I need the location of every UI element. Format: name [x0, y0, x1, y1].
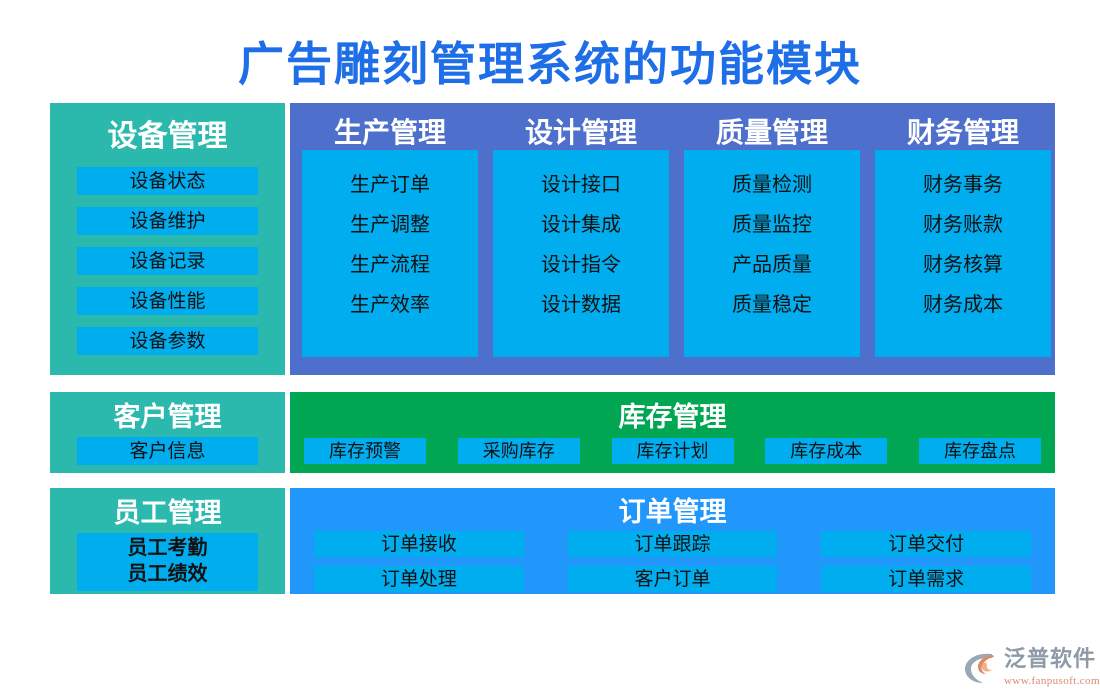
equipment-item-1[interactable]: 设备维护: [77, 207, 258, 235]
panel-title-inventory: 库存管理: [618, 402, 727, 432]
equipment-item-4[interactable]: 设备参数: [77, 327, 258, 355]
finance-item-list: 财务事务 财务账款 财务核算 财务成本: [875, 150, 1051, 357]
column-finance-management: 财务管理 财务事务 财务账款 财务核算 财务成本: [875, 103, 1051, 375]
design-item-3[interactable]: 设计数据: [541, 294, 621, 316]
inventory-item-1[interactable]: 采购库存: [457, 438, 580, 464]
logo-url: www.fanpusoft.com: [1004, 675, 1100, 687]
production-item-0[interactable]: 生产订单: [350, 174, 430, 196]
panel-employee-management: 员工管理 员工考勤 员工绩效: [50, 488, 285, 594]
customer-item-0[interactable]: 客户信息: [77, 437, 258, 465]
design-item-0[interactable]: 设计接口: [541, 174, 621, 196]
order-item-3[interactable]: 订单处理: [314, 566, 524, 592]
finance-item-1[interactable]: 财务账款: [923, 214, 1003, 236]
equipment-item-3[interactable]: 设备性能: [77, 287, 258, 315]
production-item-3[interactable]: 生产效率: [350, 294, 430, 316]
panel-title-equipment: 设备管理: [107, 120, 228, 153]
employee-item-0[interactable]: 员工考勤: [127, 537, 208, 559]
quality-item-3[interactable]: 质量稳定: [732, 294, 812, 316]
design-item-list: 设计接口 设计集成 设计指令 设计数据: [493, 150, 669, 357]
logo-text-block: 泛普软件 www.fanpusoft.com: [1004, 647, 1100, 689]
fanpu-swoosh-icon: [962, 650, 1002, 686]
panel-inventory-management: 库存管理 库存预警 采购库存 库存计划 库存成本 库存盘点: [290, 392, 1055, 473]
equipment-item-2[interactable]: 设备记录: [77, 247, 258, 275]
panel-title-customer: 客户管理: [113, 402, 222, 432]
inventory-item-3[interactable]: 库存成本: [765, 438, 888, 464]
column-quality-management: 质量管理 质量检测 质量监控 产品质量 质量稳定: [684, 103, 860, 375]
employee-item-1[interactable]: 员工绩效: [127, 563, 208, 586]
order-item-0[interactable]: 订单接收: [314, 531, 524, 557]
panel-equipment-management: 设备管理 设备状态 设备维护 设备记录 设备性能 设备参数: [50, 103, 285, 375]
order-item-1[interactable]: 订单跟踪: [567, 531, 778, 557]
panel-title-orders: 订单管理: [618, 497, 727, 527]
column-design-management: 设计管理 设计接口 设计集成 设计指令 设计数据: [493, 103, 669, 375]
quality-item-0[interactable]: 质量检测: [732, 174, 812, 196]
panel-top-module-group: 生产管理 生产订单 生产调整 生产流程 生产效率 设计管理 设计接口 设计集成 …: [290, 103, 1055, 375]
panel-title-finance: 财务管理: [906, 118, 1019, 149]
equipment-item-0[interactable]: 设备状态: [77, 167, 258, 195]
order-item-4[interactable]: 客户订单: [567, 566, 778, 592]
panel-title-employee: 员工管理: [113, 498, 222, 528]
quality-item-2[interactable]: 产品质量: [732, 254, 812, 276]
order-item-2[interactable]: 订单交付: [821, 531, 1031, 557]
order-item-list: 订单接收 订单跟踪 订单交付 订单处理 客户订单 订单需求: [290, 529, 1055, 592]
panel-order-management: 订单管理 订单接收 订单跟踪 订单交付 订单处理 客户订单 订单需求: [290, 488, 1055, 594]
panel-customer-management: 客户管理 客户信息: [50, 392, 285, 473]
inventory-item-list: 库存预警 采购库存 库存计划 库存成本 库存盘点: [290, 434, 1055, 464]
inventory-item-2[interactable]: 库存计划: [611, 438, 734, 464]
quality-item-1[interactable]: 质量监控: [732, 214, 812, 236]
column-production-management: 生产管理 生产订单 生产调整 生产流程 生产效率: [302, 103, 478, 375]
production-item-2[interactable]: 生产流程: [350, 254, 430, 276]
brand-logo: 泛普软件 www.fanpusoft.com: [962, 643, 1100, 693]
production-item-list: 生产订单 生产调整 生产流程 生产效率: [302, 150, 478, 357]
design-item-1[interactable]: 设计集成: [541, 214, 621, 236]
design-item-2[interactable]: 设计指令: [541, 254, 621, 276]
finance-item-0[interactable]: 财务事务: [923, 174, 1003, 196]
order-item-5[interactable]: 订单需求: [821, 566, 1031, 592]
production-item-1[interactable]: 生产调整: [350, 214, 430, 236]
finance-item-3[interactable]: 财务成本: [923, 294, 1003, 316]
panel-title-quality: 质量管理: [715, 118, 828, 149]
panel-title-design: 设计管理: [524, 118, 637, 149]
inventory-item-0[interactable]: 库存预警: [304, 438, 426, 464]
employee-item-list: 员工考勤 员工绩效: [77, 533, 258, 591]
equipment-item-list: 设备状态 设备维护 设备记录 设备性能 设备参数: [50, 167, 285, 355]
panel-title-production: 生产管理: [333, 118, 446, 149]
logo-brand-name: 泛普软件: [1004, 646, 1097, 671]
inventory-item-4[interactable]: 库存盘点: [919, 438, 1041, 464]
quality-item-list: 质量检测 质量监控 产品质量 质量稳定: [684, 150, 860, 357]
finance-item-2[interactable]: 财务核算: [923, 254, 1003, 276]
page-title: 广告雕刻管理系统的功能模块: [238, 39, 862, 90]
